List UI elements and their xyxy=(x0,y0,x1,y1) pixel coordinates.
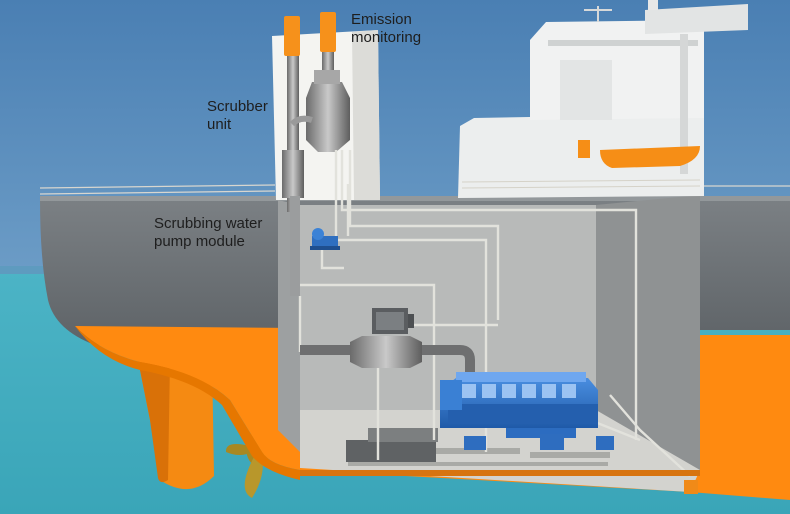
drain-tank xyxy=(684,480,698,494)
bridge-window-band xyxy=(548,40,698,46)
engine-room-side-wall xyxy=(596,195,700,470)
floor-block xyxy=(368,428,438,442)
bridge-block xyxy=(530,20,704,120)
label-scrubber-line-1: Scrubber xyxy=(207,98,268,115)
lifeboat xyxy=(600,146,700,168)
stack-cap-left xyxy=(284,16,300,56)
superstructure-railing xyxy=(461,179,701,189)
label-emission-line-1: Emission xyxy=(351,11,412,28)
exhaust-silencer xyxy=(350,336,422,368)
scrubber-top-ring xyxy=(314,70,340,84)
label-scrubber-unit: Scrubber unit xyxy=(207,98,268,134)
scrubber-lower-col xyxy=(290,196,300,296)
label-emission-monitoring: Emission monitoring xyxy=(351,11,421,47)
scrubber-vessel xyxy=(306,82,350,152)
label-emission-line-2: monitoring xyxy=(351,29,422,46)
radar-mast xyxy=(584,6,612,22)
lifeboat-davit xyxy=(578,140,590,158)
engine-auxiliaries xyxy=(464,434,614,450)
label-scrubber-line-2: unit xyxy=(207,116,232,133)
scrubber-bypass-pipe xyxy=(289,115,313,127)
mast-beacon xyxy=(648,0,658,10)
superstructure-vent xyxy=(560,60,612,120)
funnel-shade xyxy=(352,30,380,200)
stern-keel xyxy=(300,470,700,476)
rudder-shade xyxy=(138,360,170,483)
main-engine xyxy=(440,372,598,438)
stack-cap-right xyxy=(320,12,336,52)
pipe-network xyxy=(298,150,691,477)
floor-tank xyxy=(346,440,436,462)
scrubbing-water-pump xyxy=(310,228,340,250)
label-pump-line-1: Scrubbing water xyxy=(154,215,263,232)
hull-stern-shade xyxy=(75,326,300,480)
mast-post xyxy=(680,34,688,174)
exhaust-duct xyxy=(300,345,475,378)
label-pump-line-2: pump module xyxy=(154,233,245,250)
label-scrubbing-water-pump-module: Scrubbing water pump module xyxy=(154,215,262,251)
deck-railing xyxy=(39,184,790,195)
scrubber-lower-unit xyxy=(282,150,304,198)
deck-edge xyxy=(40,196,790,201)
emission-monitoring-cabinet xyxy=(372,308,414,334)
bridge-wing xyxy=(645,4,748,34)
